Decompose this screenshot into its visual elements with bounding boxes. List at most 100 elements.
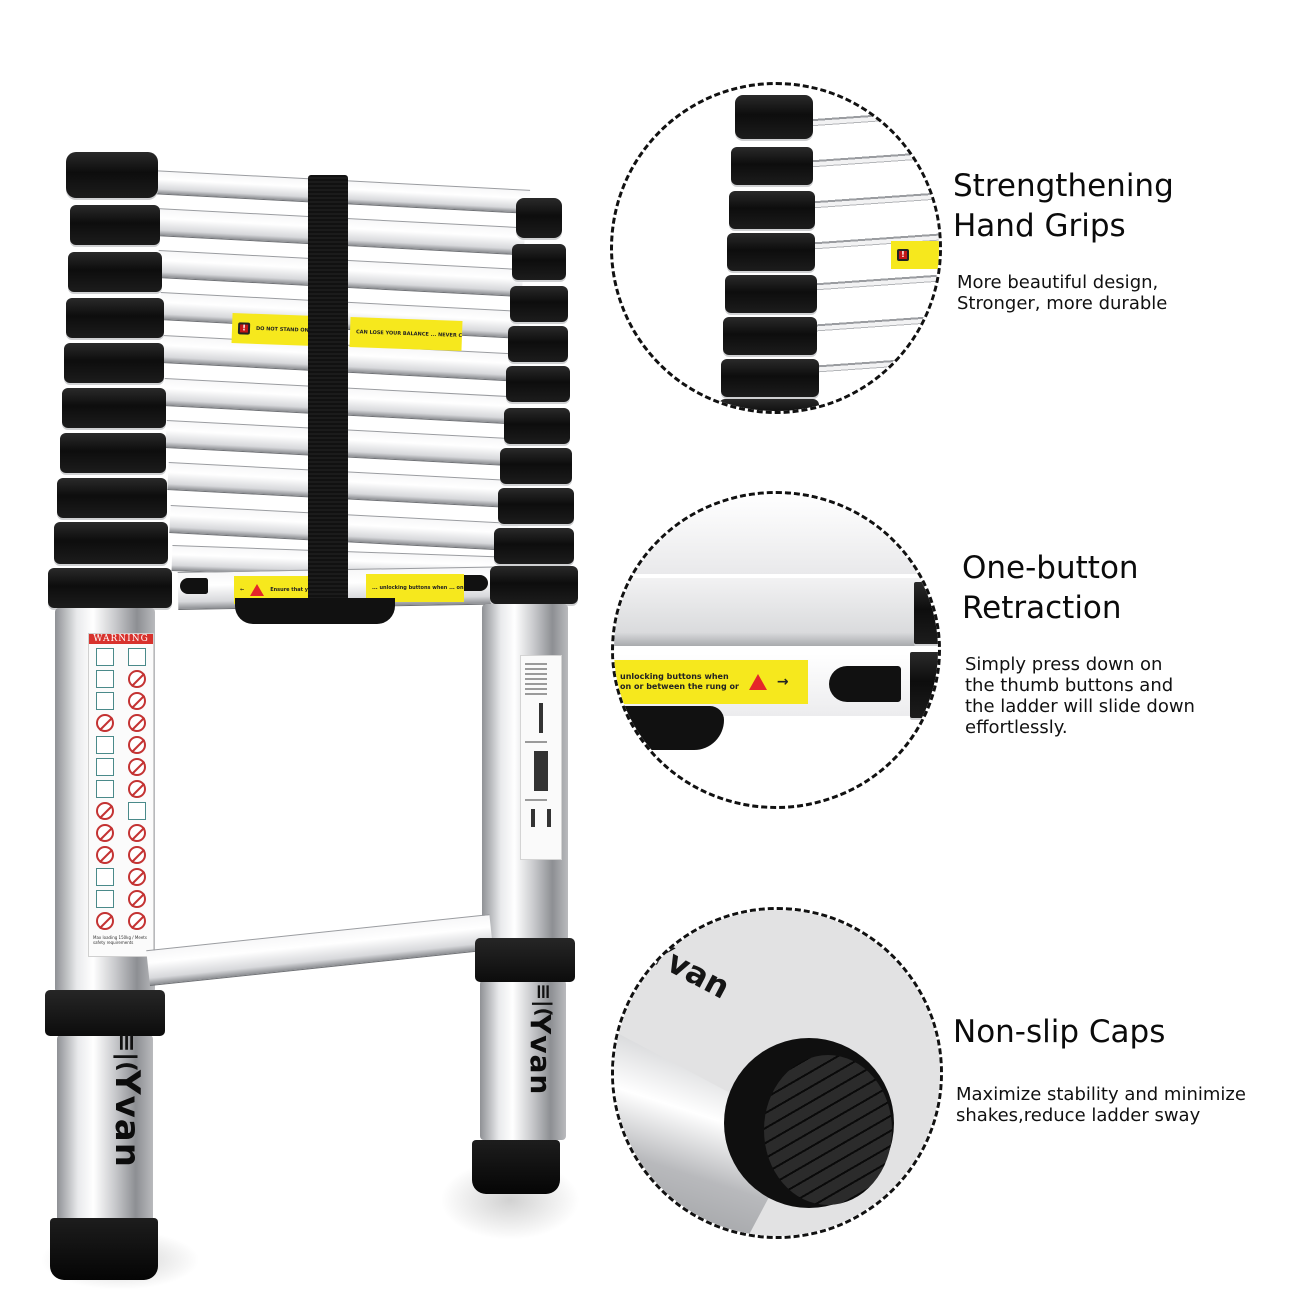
carry-strap[interactable]	[308, 175, 348, 605]
carry-handle[interactable]	[235, 598, 395, 624]
top-cap	[735, 95, 813, 139]
carry-handle	[614, 706, 724, 750]
left-foot-cap	[50, 1218, 158, 1280]
prohibited-icon	[128, 780, 146, 798]
label-text: unlocking buttons when on or between the…	[620, 672, 739, 691]
prohibited-icon	[96, 802, 114, 820]
grip	[494, 528, 574, 564]
stop-icon: !	[237, 322, 251, 335]
grip	[498, 488, 574, 524]
top-warning-label-right: CAN LOSE YOUR BALANCE ... NEVER CLIMB ON…	[349, 317, 463, 351]
grip	[66, 298, 164, 338]
brand-logo-left: ≡|( Yvan	[107, 1032, 147, 1168]
warning-triangle-icon	[250, 584, 265, 596]
grip	[500, 448, 572, 484]
brand-logo-right: ≡|( Yvan	[524, 983, 564, 1096]
grip	[57, 478, 167, 518]
left-collar	[45, 990, 165, 1036]
grip	[723, 317, 817, 355]
zoom-image-hand-grips: !	[613, 85, 939, 411]
right-foot-cap	[472, 1140, 560, 1194]
pictogram-icon	[96, 780, 114, 798]
mini-warning-label: !	[891, 241, 939, 269]
prohibited-icon	[96, 824, 114, 842]
prohibited-icon	[128, 670, 146, 688]
side-grip	[914, 582, 938, 644]
zoom-image-caps: Yvan	[614, 910, 940, 1236]
feature-desc-hand-grips: More beautiful design, Stronger, more du…	[957, 272, 1168, 314]
prohibited-icon	[128, 868, 146, 886]
brand-name: Yvan	[524, 1014, 557, 1096]
grip	[510, 286, 568, 322]
zoom-circle-retraction: unlocking buttons when on or between the…	[611, 491, 941, 809]
prohibited-icon	[128, 692, 146, 710]
stop-icon: !	[897, 249, 909, 261]
left-rail-lower	[57, 1035, 153, 1225]
warning-sticker-footer: Max loading 150kg / Meets safety require…	[93, 935, 147, 945]
retraction-warning-label: unlocking buttons when on or between the…	[614, 660, 808, 704]
bottom-warning-label-right: ... unlocking buttons when ... on or bet…	[366, 574, 464, 602]
grip	[727, 233, 815, 271]
grip	[68, 252, 162, 292]
grip	[512, 244, 566, 280]
left-thumb-button[interactable]	[180, 578, 208, 594]
pictogram-icon	[96, 868, 114, 886]
pictogram-icon	[96, 692, 114, 710]
zoom-image-retraction: unlocking buttons when on or between the…	[614, 494, 938, 806]
diagram-icon	[534, 751, 548, 791]
feature-desc-retraction: Simply press down on the thumb buttons a…	[965, 654, 1195, 738]
grip	[64, 343, 164, 383]
warning-sticker-title: WARNING	[89, 634, 153, 644]
brand-name: Yvan	[640, 931, 737, 1007]
label-text: Ensure that your arms and fingers ... re…	[270, 587, 342, 593]
grip	[506, 366, 570, 402]
instruction-sticker	[520, 655, 562, 860]
thumb-button[interactable]	[829, 666, 901, 702]
arrow-right-icon: →	[776, 673, 789, 690]
pictogram-icon	[128, 648, 146, 666]
grip	[729, 191, 815, 229]
zoom-circle-caps: Yvan	[611, 907, 943, 1239]
top-cap-right	[516, 198, 562, 238]
lowest-rung	[146, 914, 494, 986]
pictogram-icon	[96, 670, 114, 688]
warning-sticker: WARNING	[88, 633, 154, 957]
pictogram-column-left	[96, 644, 114, 934]
grip	[48, 568, 172, 608]
grip	[721, 359, 819, 397]
prohibited-icon	[128, 912, 146, 930]
read-manual-icon	[96, 648, 114, 666]
right-collar	[475, 938, 575, 982]
brand-name: Yvan	[107, 1070, 147, 1168]
brand-mark-icon: ≡|(	[113, 1032, 141, 1072]
pictogram-icon	[128, 802, 146, 820]
feature-desc-caps: Maximize stability and minimize shakes,r…	[956, 1084, 1246, 1126]
top-cap-left	[66, 152, 158, 198]
prohibited-icon	[96, 714, 114, 732]
right-rail-lower	[480, 980, 566, 1140]
diagram-icon	[539, 703, 543, 733]
pictogram-icon	[96, 890, 114, 908]
non-slip-cap-face	[764, 1055, 892, 1205]
grip	[508, 326, 568, 362]
prohibited-icon	[96, 912, 114, 930]
grip	[731, 147, 813, 185]
prohibited-icon	[128, 758, 146, 776]
grip	[70, 205, 160, 245]
zoom-circle-hand-grips: !	[610, 82, 942, 414]
prohibited-icon	[128, 736, 146, 754]
grip	[504, 408, 570, 444]
prohibited-icon	[128, 824, 146, 842]
prohibited-icon	[128, 714, 146, 732]
feature-title-retraction: One-button Retraction	[962, 550, 1139, 626]
label-text: ... unlocking buttons when ... on or bet…	[372, 585, 464, 591]
right-thumb-button[interactable]	[460, 575, 488, 591]
grip	[719, 399, 819, 411]
grip	[62, 388, 166, 428]
arrow-left-icon: ←	[240, 587, 245, 593]
pictogram-icon	[96, 758, 114, 776]
label-text: CAN LOSE YOUR BALANCE ... NEVER CLIMB ON…	[355, 329, 463, 341]
side-grip	[910, 652, 938, 718]
prohibited-icon	[128, 846, 146, 864]
feature-title-hand-grips: Strengthening Hand Grips	[953, 168, 1174, 244]
